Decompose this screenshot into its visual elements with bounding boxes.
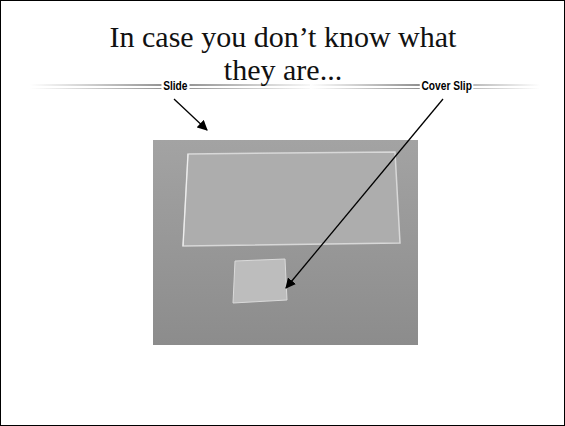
- part-label: Cover Slip: [419, 79, 473, 93]
- slide-title: In case you don’t know what they are...: [98, 20, 468, 86]
- glass-slide: [183, 152, 400, 246]
- cover-slip: [233, 259, 287, 303]
- photo: [153, 140, 418, 345]
- part-label: Slide: [161, 79, 189, 93]
- leader-arrows: [174, 99, 443, 288]
